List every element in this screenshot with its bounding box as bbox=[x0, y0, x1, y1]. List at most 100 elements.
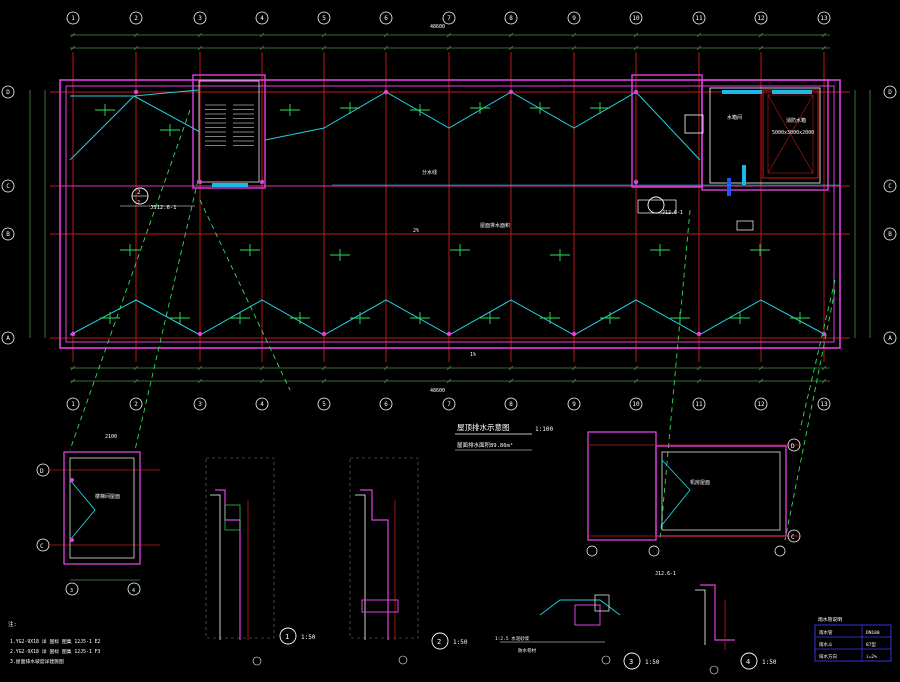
roof-drain bbox=[696, 331, 702, 337]
drawing-title-block: 屋顶排水示意图 1:100 屋面排水面积 89.86m² bbox=[455, 422, 553, 451]
dim-tick bbox=[133, 378, 139, 384]
legend-row-3-value: i=2% bbox=[866, 654, 877, 660]
dim-tick bbox=[633, 378, 639, 384]
ridge-top-right bbox=[635, 91, 701, 161]
axis-bubble-bottom bbox=[255, 397, 269, 411]
callout-sheet-2: J12.6-1 bbox=[662, 210, 683, 216]
label-gutter: 1% bbox=[470, 352, 476, 358]
ridge-top-center bbox=[264, 91, 637, 141]
dim-tick bbox=[383, 45, 389, 51]
detail-callout-2: J12.6-1 bbox=[647, 196, 683, 216]
axis-label-side: B bbox=[888, 231, 892, 238]
axis-label-bottom: 8 bbox=[509, 401, 513, 408]
dim-tick bbox=[696, 45, 702, 51]
legend-table: 雨水管说明 雨水管 DN100 雨水斗 87型 排水方向 i=2% bbox=[814, 616, 892, 662]
dim-tick bbox=[197, 378, 203, 384]
note-line-2: 2.YG2-9X18 详 国标 图集 12J5-1 F3 bbox=[10, 648, 101, 655]
axis-bubble-bottom bbox=[754, 397, 768, 411]
legend-row-2-value: 87型 bbox=[866, 641, 876, 648]
section-detail-2: 2 1:50 bbox=[349, 457, 468, 665]
axis-bubble-bottom bbox=[504, 397, 518, 411]
callout-ref: 2 bbox=[137, 200, 140, 206]
roof-area-value: 89.86m² bbox=[490, 442, 513, 449]
dim-tick bbox=[758, 32, 764, 38]
section-detail-3: 1:2.5 水泥砂浆 防水卷材 3 1:50 bbox=[495, 594, 660, 670]
section-3-note-1: 1:2.5 水泥砂浆 bbox=[495, 635, 530, 642]
dim-tick bbox=[133, 32, 139, 38]
label-roof-area: 屋面排水面积 bbox=[480, 222, 510, 229]
axis-bubble-bottom bbox=[692, 397, 706, 411]
roof-drain bbox=[571, 331, 577, 337]
axis-bubble-side bbox=[883, 331, 897, 345]
roof-drain bbox=[508, 89, 514, 95]
axis-label-bottom: 5 bbox=[322, 401, 326, 408]
dim-tick bbox=[133, 45, 139, 51]
axis-label-top: 5 bbox=[322, 15, 326, 22]
axis-label-bottom: 6 bbox=[384, 401, 388, 408]
axis-label-bottom: 13 bbox=[820, 401, 828, 408]
dim-tick bbox=[446, 45, 452, 51]
axis-label-top: 11 bbox=[695, 15, 703, 22]
dim-tick bbox=[696, 365, 702, 371]
dimension-ticks bbox=[70, 32, 827, 384]
axis-bubble-side bbox=[883, 227, 897, 241]
dim-tick bbox=[321, 32, 327, 38]
axis-bubble-top bbox=[193, 11, 207, 25]
axis-label-top: 1 bbox=[71, 15, 75, 22]
axis-bubble-bottom bbox=[66, 397, 80, 411]
axis-label-top: 8 bbox=[509, 15, 513, 22]
axis-bubble-side bbox=[883, 85, 897, 99]
drawing-scale: 1:100 bbox=[535, 426, 553, 433]
axis-bubble-side bbox=[1, 227, 15, 241]
svg-text:1: 1 bbox=[285, 633, 289, 641]
axis-label-top: 4 bbox=[260, 15, 264, 22]
drawing-title: 屋顶排水示意图 bbox=[457, 422, 510, 432]
roof-drain bbox=[259, 179, 265, 185]
section-1-scale: 1:50 bbox=[301, 634, 316, 641]
slope-arrows bbox=[95, 102, 810, 324]
svg-text:3: 3 bbox=[70, 588, 73, 594]
dim-tick bbox=[321, 378, 327, 384]
callout-sheet: JS12.6-1 bbox=[150, 205, 177, 211]
parapet-outer bbox=[59, 79, 841, 349]
svg-text:C: C bbox=[40, 543, 44, 550]
dim-tick bbox=[571, 378, 577, 384]
label-tank: 消防水箱 bbox=[786, 117, 806, 124]
dim-tick bbox=[70, 32, 76, 38]
dim-tick bbox=[133, 365, 139, 371]
axis-bubble-bottom bbox=[193, 397, 207, 411]
leader-lines bbox=[69, 109, 836, 541]
svg-text:D: D bbox=[791, 443, 795, 450]
axis-bubble-bottom bbox=[567, 397, 581, 411]
dim-tick bbox=[571, 365, 577, 371]
detail-plan2-label: 机房屋面 bbox=[690, 479, 710, 486]
ridge-top-left-3 bbox=[69, 95, 135, 161]
axis-label-bottom: 4 bbox=[260, 401, 264, 408]
roof-drain bbox=[197, 331, 203, 337]
dim-tick bbox=[508, 45, 514, 51]
ridge-bottom bbox=[69, 299, 827, 336]
axis-bubble-bottom bbox=[129, 397, 143, 411]
svg-text:C: C bbox=[791, 534, 795, 541]
axis-bubble-top bbox=[692, 11, 706, 25]
dim-tick bbox=[633, 365, 639, 371]
dim-tick bbox=[197, 365, 203, 371]
section-4-scale: 1:50 bbox=[762, 659, 777, 666]
roof-drain bbox=[633, 179, 639, 185]
svg-text:2: 2 bbox=[137, 189, 141, 196]
svg-text:4: 4 bbox=[132, 588, 135, 594]
dim-tick bbox=[446, 32, 452, 38]
dim-tick bbox=[259, 378, 265, 384]
roof-drain bbox=[383, 89, 389, 95]
axis-bubble-top bbox=[66, 11, 80, 25]
detail-plan-top-dim: 2100 bbox=[105, 434, 117, 440]
axis-label-top: 9 bbox=[572, 15, 576, 22]
dim-tick bbox=[70, 378, 76, 384]
detail-callout-1: 2 2 JS12.6-1 bbox=[120, 187, 195, 211]
axis-bubble-side bbox=[1, 331, 15, 345]
label-division: 分水线 bbox=[422, 169, 437, 176]
